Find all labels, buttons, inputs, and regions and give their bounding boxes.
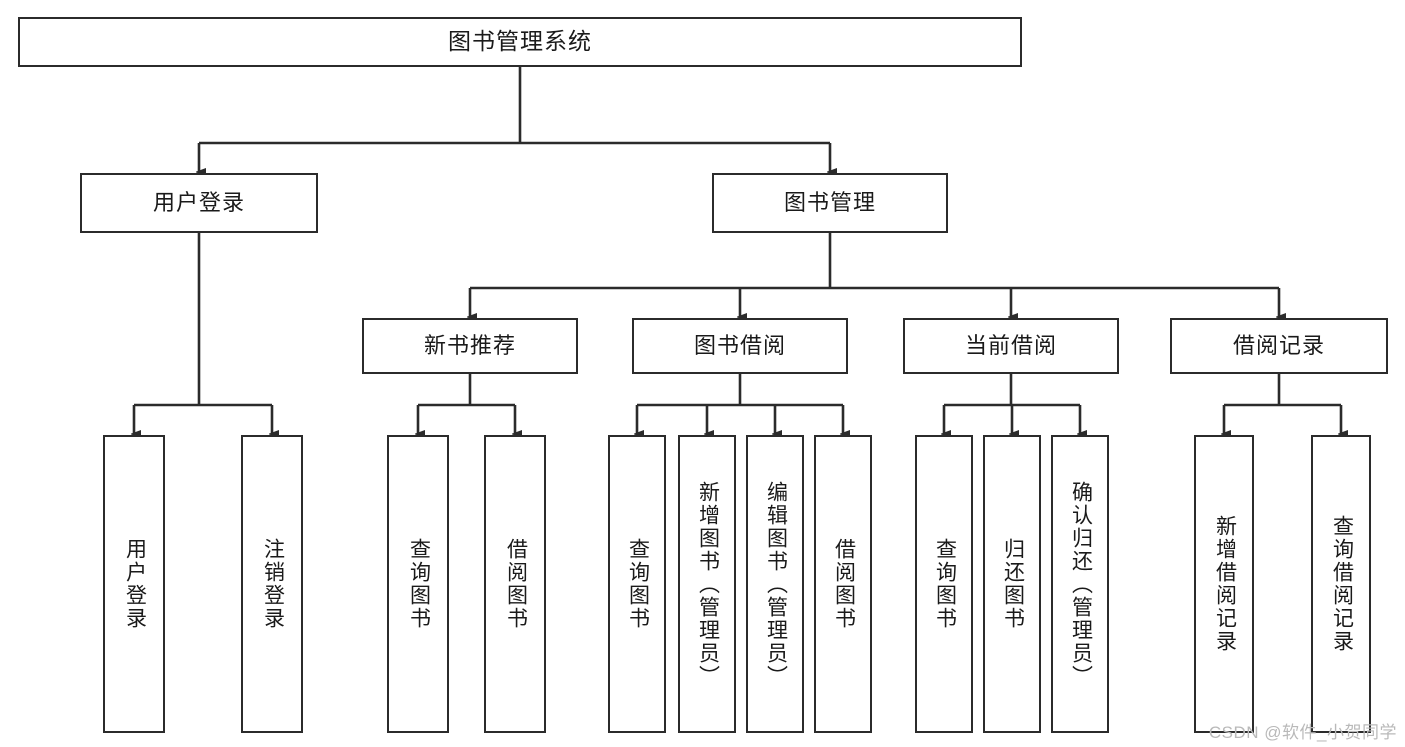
node-leaf-label: 查询图书 <box>933 538 957 630</box>
node-leaf-label: 新增图书（管理员） <box>696 480 720 688</box>
node-label: 借阅记录 <box>1232 332 1325 358</box>
node-book-manage[interactable]: 图书管理 <box>712 173 948 233</box>
node-leaf-edit-book[interactable]: 编辑图书（管理员） <box>746 435 804 733</box>
node-leaf-add-record[interactable]: 新增借阅记录 <box>1194 435 1254 733</box>
node-leaf-add-book[interactable]: 新增图书（管理员） <box>678 435 736 733</box>
node-leaf-confirm-return[interactable]: 确认归还（管理员） <box>1051 435 1109 733</box>
node-leaf-label: 查询借阅记录 <box>1330 515 1354 653</box>
node-current-borrow[interactable]: 当前借阅 <box>903 318 1119 374</box>
node-label: 新书推荐 <box>423 332 516 358</box>
node-leaf-label: 借阅图书 <box>504 538 528 630</box>
node-leaf-label: 借阅图书 <box>832 538 856 630</box>
node-leaf-label: 编辑图书（管理员） <box>764 480 788 688</box>
node-root[interactable]: 图书管理系统 <box>18 17 1022 67</box>
node-label: 图书管理 <box>783 189 876 215</box>
node-leaf-borrow-book-1[interactable]: 借阅图书 <box>484 435 546 733</box>
node-borrow-record[interactable]: 借阅记录 <box>1170 318 1388 374</box>
node-user-login[interactable]: 用户登录 <box>80 173 318 233</box>
node-leaf-query-record[interactable]: 查询借阅记录 <box>1311 435 1371 733</box>
node-leaf-return-book[interactable]: 归还图书 <box>983 435 1041 733</box>
node-leaf-label: 新增借阅记录 <box>1213 515 1237 653</box>
node-leaf-label: 查询图书 <box>407 538 431 630</box>
node-label: 当前借阅 <box>964 332 1057 358</box>
node-leaf-label: 确认归还（管理员） <box>1069 480 1093 688</box>
node-leaf-user-login[interactable]: 用户登录 <box>103 435 165 733</box>
node-leaf-query-book-3[interactable]: 查询图书 <box>915 435 973 733</box>
node-leaf-user-logout[interactable]: 注销登录 <box>241 435 303 733</box>
node-label: 图书借阅 <box>693 332 786 358</box>
node-new-book-rec[interactable]: 新书推荐 <box>362 318 578 374</box>
node-leaf-label: 注销登录 <box>261 538 285 630</box>
node-leaf-borrow-book-2[interactable]: 借阅图书 <box>814 435 872 733</box>
node-leaf-label: 归还图书 <box>1001 538 1025 630</box>
node-book-borrow[interactable]: 图书借阅 <box>632 318 848 374</box>
node-leaf-label: 用户登录 <box>123 538 147 630</box>
watermark: CSDN @软件_小贺同学 <box>1208 723 1397 742</box>
node-label: 用户登录 <box>152 189 245 215</box>
node-leaf-query-book-1[interactable]: 查询图书 <box>387 435 449 733</box>
node-leaf-label: 查询图书 <box>626 538 650 630</box>
node-leaf-query-book-2[interactable]: 查询图书 <box>608 435 666 733</box>
node-root-label: 图书管理系统 <box>448 28 592 55</box>
